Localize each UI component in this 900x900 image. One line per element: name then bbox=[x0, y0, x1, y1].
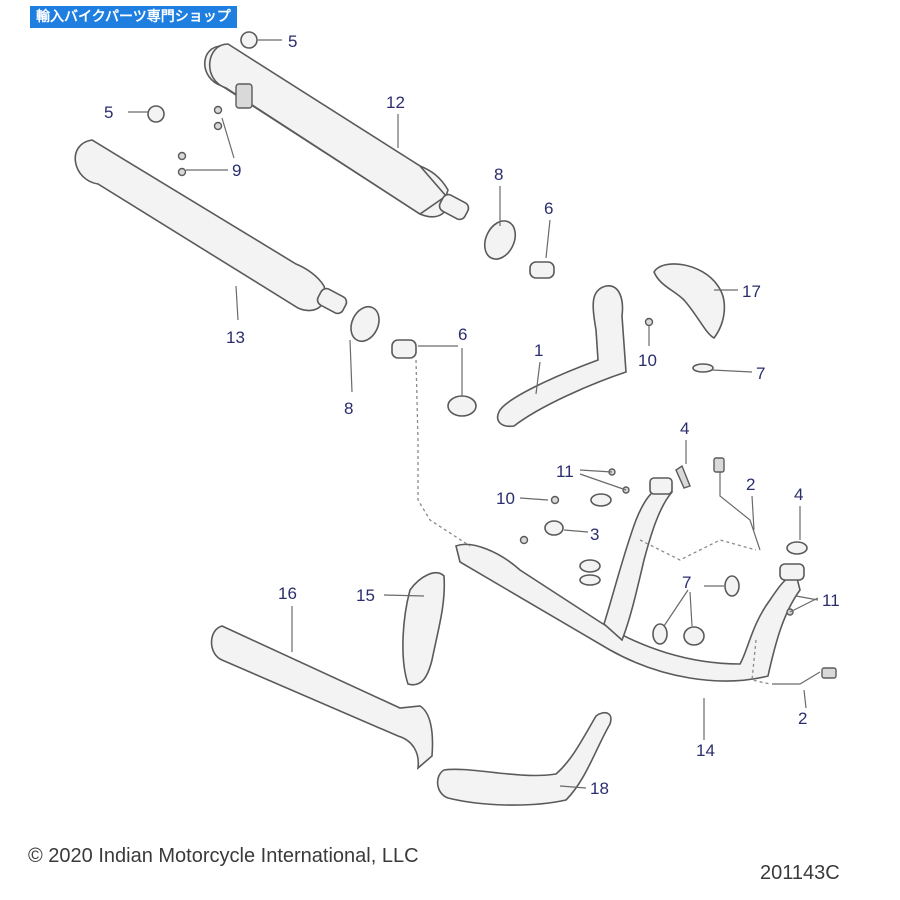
callout-2: 2 bbox=[746, 475, 755, 494]
callout-7: 7 bbox=[682, 573, 691, 592]
part-3-gasket bbox=[579, 559, 601, 573]
part-3-gasket bbox=[590, 493, 612, 507]
callout-13: 13 bbox=[226, 328, 245, 347]
callout-17: 17 bbox=[742, 282, 761, 301]
callout-2: 2 bbox=[798, 709, 807, 728]
figure-code: 201143C bbox=[760, 862, 840, 884]
callout-numbers: 5 5 9 12 13 8 8 6 6 1 10 17 7 4 11 2 4 1… bbox=[104, 32, 840, 798]
part-15-heat-shield bbox=[402, 572, 446, 686]
part-5-top-cap bbox=[240, 31, 258, 49]
callout-9: 9 bbox=[232, 161, 241, 180]
callout-12: 12 bbox=[386, 93, 405, 112]
callout-5: 5 bbox=[104, 103, 113, 122]
part-2-upper-sensor bbox=[713, 457, 725, 473]
callout-4: 4 bbox=[680, 419, 689, 438]
part-6-lower-clamp bbox=[447, 395, 477, 417]
dashed-sensor-line bbox=[751, 639, 771, 685]
part-9-fastener bbox=[213, 121, 223, 131]
callout-3: 3 bbox=[590, 525, 599, 544]
part-8-upper-gasket bbox=[483, 220, 517, 260]
callout-8: 8 bbox=[494, 165, 503, 184]
callout-6: 6 bbox=[544, 199, 553, 218]
callout-14: 14 bbox=[696, 741, 715, 760]
part-7-clamp bbox=[652, 623, 668, 645]
callout-10: 10 bbox=[496, 489, 515, 508]
callout-11: 11 bbox=[556, 462, 574, 481]
callout-6: 6 bbox=[458, 325, 467, 344]
part-9-fastener bbox=[177, 167, 187, 177]
dashed-sensor-line bbox=[639, 539, 757, 561]
callout-15: 15 bbox=[356, 586, 375, 605]
part-1-header-pipe bbox=[496, 285, 627, 428]
part-3-gasket bbox=[579, 574, 601, 586]
part-4-gasket bbox=[786, 541, 808, 555]
callout-10: 10 bbox=[638, 351, 657, 370]
part-2-upper-sensor-wire bbox=[719, 470, 761, 551]
shop-badge: 輸入バイクパーツ専門ショップ bbox=[30, 6, 237, 28]
part-12-upper-muffler bbox=[204, 43, 470, 221]
callout-7: 7 bbox=[756, 364, 765, 383]
dashed-assembly-line bbox=[415, 359, 471, 547]
part-5-left-cap bbox=[147, 105, 165, 123]
callout-1: 1 bbox=[534, 341, 543, 360]
part-14-exhaust-assembly bbox=[455, 477, 805, 682]
part-18-heat-shield bbox=[436, 711, 612, 806]
part-3-gasket bbox=[544, 520, 564, 536]
part-6-middle-clamp bbox=[391, 339, 417, 359]
part-9-fastener bbox=[213, 105, 223, 115]
part-7-clamp bbox=[724, 575, 740, 597]
part-7-clamp bbox=[683, 626, 705, 646]
part-13-lower-muffler bbox=[74, 139, 348, 315]
callout-8: 8 bbox=[344, 399, 353, 418]
part-10-bolt bbox=[644, 317, 654, 327]
callout-4: 4 bbox=[794, 485, 803, 504]
callout-11: 11 bbox=[822, 591, 840, 610]
callout-18: 18 bbox=[590, 779, 609, 798]
leader-lines bbox=[128, 39, 819, 789]
part-10-bolt bbox=[550, 495, 560, 505]
part-8-lower-gasket bbox=[350, 305, 380, 343]
part-17-heat-shield bbox=[653, 263, 726, 340]
part-9-fastener bbox=[177, 151, 187, 161]
part-6-upper-clamp bbox=[529, 261, 555, 279]
part-2-lower-sensor bbox=[821, 667, 837, 679]
part-2-lower-sensor-wire bbox=[772, 671, 821, 685]
part-16-muffler-cover bbox=[210, 625, 434, 770]
callout-16: 16 bbox=[278, 584, 297, 603]
part-7-clamp bbox=[692, 363, 714, 373]
callout-5: 5 bbox=[288, 32, 297, 51]
part-10-bolt bbox=[519, 535, 529, 545]
copyright-notice: © 2020 Indian Motorcycle International, … bbox=[28, 845, 419, 867]
part-4-spring bbox=[675, 464, 691, 489]
